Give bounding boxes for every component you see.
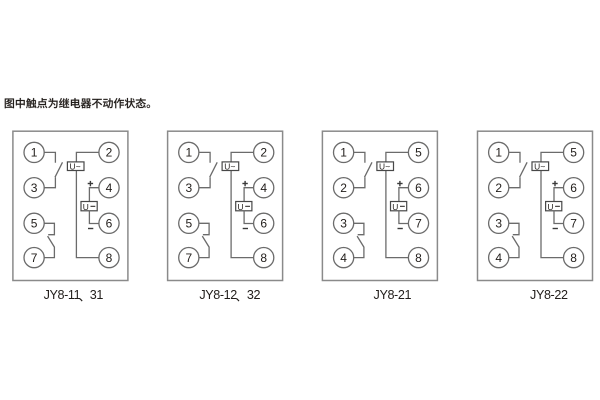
svg-text:U: U bbox=[392, 202, 398, 212]
svg-text:JY8-21: JY8-21 bbox=[374, 288, 412, 302]
svg-text:5: 5 bbox=[185, 217, 192, 231]
svg-text:8: 8 bbox=[106, 251, 113, 265]
svg-text:JY8-12: JY8-12 bbox=[199, 288, 237, 302]
svg-text:7: 7 bbox=[185, 251, 192, 265]
svg-text:U: U bbox=[83, 202, 89, 212]
svg-text:U~: U~ bbox=[224, 162, 235, 172]
svg-text:2: 2 bbox=[495, 181, 502, 195]
svg-text:2: 2 bbox=[340, 181, 347, 195]
svg-text:8: 8 bbox=[260, 251, 267, 265]
svg-text:31: 31 bbox=[90, 288, 104, 302]
svg-text:6: 6 bbox=[106, 217, 113, 231]
svg-text:JY8-11: JY8-11 bbox=[44, 288, 81, 302]
svg-text:6: 6 bbox=[415, 181, 422, 195]
svg-text:4: 4 bbox=[260, 181, 267, 195]
svg-text:6: 6 bbox=[260, 217, 267, 231]
svg-text:4: 4 bbox=[495, 251, 502, 265]
svg-text:3: 3 bbox=[185, 181, 192, 195]
svg-text:1: 1 bbox=[340, 146, 347, 160]
svg-text:32: 32 bbox=[247, 288, 261, 302]
svg-text:U~: U~ bbox=[70, 162, 81, 172]
svg-text:3: 3 bbox=[495, 217, 502, 231]
svg-text:U: U bbox=[238, 202, 244, 212]
svg-text:3: 3 bbox=[31, 181, 38, 195]
svg-text:5: 5 bbox=[415, 146, 422, 160]
svg-text:7: 7 bbox=[570, 217, 577, 231]
svg-text:1: 1 bbox=[495, 146, 502, 160]
svg-text:JY8-22: JY8-22 bbox=[530, 288, 568, 302]
svg-text:2: 2 bbox=[260, 146, 267, 160]
svg-text:5: 5 bbox=[31, 217, 38, 231]
svg-text:U~: U~ bbox=[534, 162, 545, 172]
svg-text:7: 7 bbox=[415, 217, 422, 231]
svg-text:7: 7 bbox=[31, 251, 38, 265]
svg-text:8: 8 bbox=[570, 251, 577, 265]
svg-text:U: U bbox=[547, 202, 553, 212]
svg-text:U~: U~ bbox=[379, 162, 390, 172]
svg-text:8: 8 bbox=[415, 251, 422, 265]
svg-text:2: 2 bbox=[106, 146, 113, 160]
svg-text:5: 5 bbox=[570, 146, 577, 160]
svg-text:4: 4 bbox=[106, 181, 113, 195]
svg-text:6: 6 bbox=[570, 181, 577, 195]
svg-text:3: 3 bbox=[340, 217, 347, 231]
svg-text:1: 1 bbox=[31, 146, 38, 160]
svg-text:1: 1 bbox=[185, 146, 192, 160]
svg-text:4: 4 bbox=[340, 251, 347, 265]
